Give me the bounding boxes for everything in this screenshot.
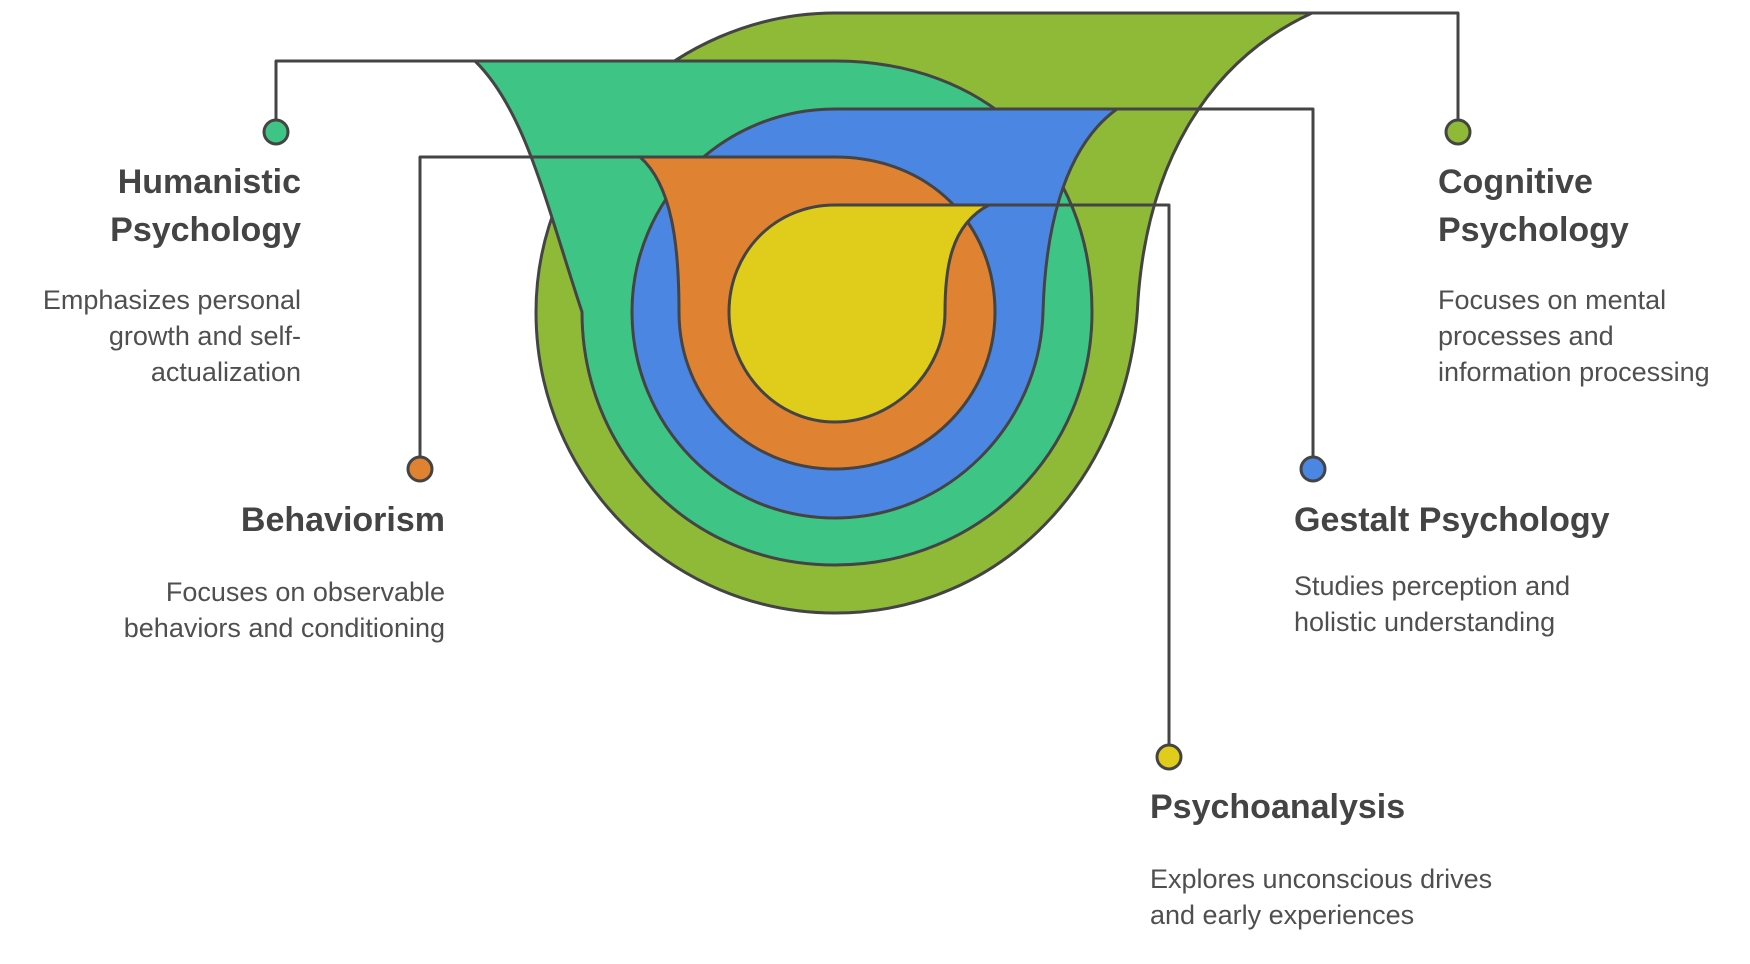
cognitive-label: Cognitive Psychology Focuses on mental p…	[1438, 158, 1750, 390]
humanistic-label: Humanistic Psychology Emphasizes persona…	[1, 158, 301, 390]
behaviorism-label: Behaviorism Focuses on observable behavi…	[105, 496, 445, 646]
psychoanalysis-title: Psychoanalysis	[1150, 788, 1406, 826]
gestalt-description: Studies perception and holistic understa…	[1294, 571, 1571, 637]
humanistic-marker	[262, 118, 290, 146]
psychoanalysis-layer	[727, 203, 991, 424]
behaviorism-title: Behaviorism	[240, 501, 445, 539]
cognitive-leader	[1312, 11, 1460, 132]
gestalt-leader	[1117, 107, 1315, 469]
behaviorism-marker	[406, 455, 434, 483]
behaviorism-leader	[418, 155, 640, 469]
psychoanalysis-leader	[989, 203, 1171, 757]
humanistic-title: Humanistic Psychology	[110, 163, 301, 249]
humanistic-leader	[274, 59, 475, 132]
psychoanalysis-marker	[1155, 743, 1183, 771]
gestalt-label: Gestalt Psychology Studies perception an…	[1294, 496, 1654, 640]
humanistic-description: Emphasizes personal growth and self-actu…	[42, 285, 301, 387]
behaviorism-description: Focuses on observable behaviors and cond…	[123, 577, 445, 643]
gestalt-marker	[1299, 455, 1327, 483]
cognitive-title: Cognitive Psychology	[1438, 163, 1629, 249]
cognitive-description: Focuses on mental processes and informat…	[1438, 285, 1710, 387]
gestalt-title: Gestalt Psychology	[1294, 501, 1610, 539]
psychoanalysis-description: Explores unconscious drives and early ex…	[1150, 864, 1493, 930]
psychoanalysis-label: Psychoanalysis Explores unconscious driv…	[1150, 783, 1510, 933]
cognitive-marker	[1444, 118, 1472, 146]
